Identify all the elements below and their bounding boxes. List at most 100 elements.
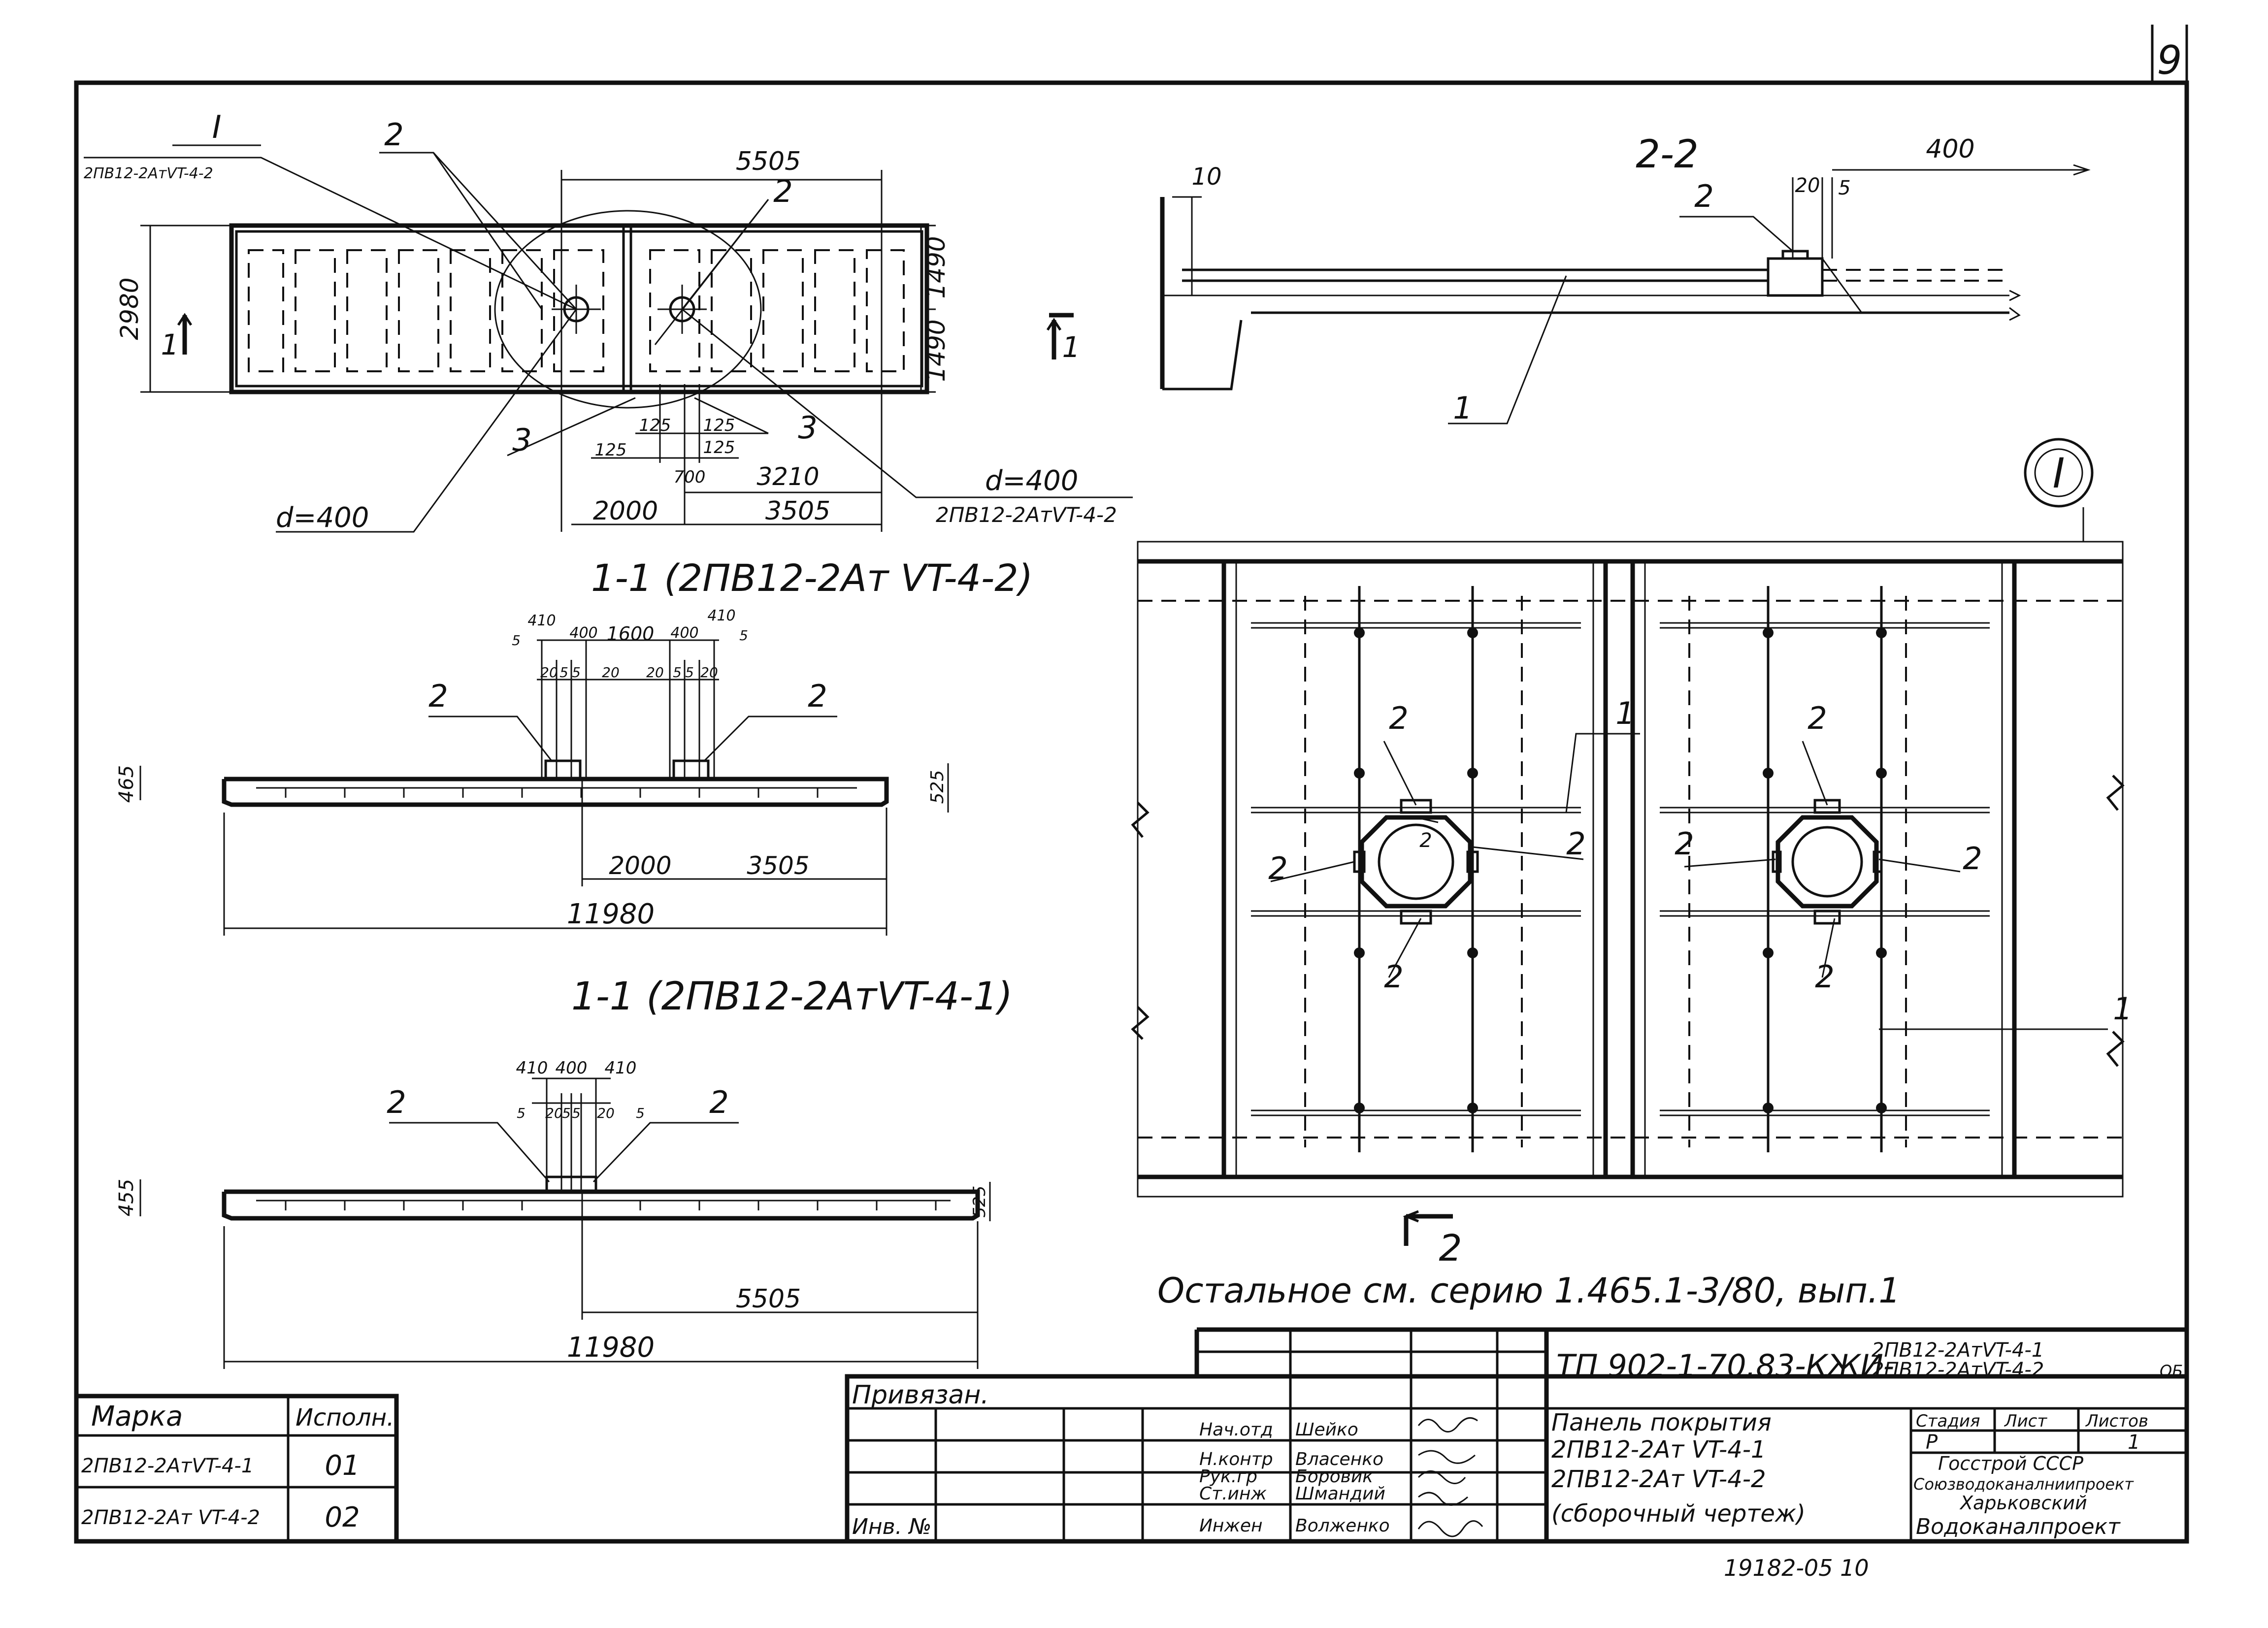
- s1-dim-5505: 5505: [736, 1284, 801, 1314]
- s2-small-4: 20: [602, 664, 620, 681]
- doc-mark-2: 2ПВ12-2АтVT-4-2: [1872, 1359, 2044, 1381]
- detail-I-cut: 2: [1439, 1227, 1462, 1270]
- s1-callout-2-right: 2: [709, 1084, 728, 1120]
- title-line-2: 2ПВ12-2Ат VT-4-1: [1551, 1436, 1766, 1464]
- s1-dim-525: 525: [970, 1186, 989, 1218]
- s1-dim-400: 400: [556, 1058, 588, 1078]
- stage-value: Р: [1926, 1431, 1938, 1454]
- s2-dim-525: 525: [927, 770, 948, 804]
- plan-dim-125-b: 125: [703, 416, 735, 435]
- s1-callout-2-left: 2: [387, 1084, 406, 1120]
- sig-role-2: Н.контр: [1199, 1449, 1273, 1469]
- s1-small-2: 5: [562, 1105, 571, 1121]
- sig-role-3: Рук.гр: [1199, 1466, 1257, 1487]
- dI-callout-6: 2: [1675, 826, 1694, 862]
- section-vt-4-2: [139, 639, 949, 936]
- dI-callout-9: 2: [1419, 829, 1432, 852]
- section-vt-4-1-title: 1-1 (2ПВ12-2АтVT-4-1): [571, 975, 1013, 1019]
- plan-dim-3505: 3505: [765, 496, 830, 526]
- sig-name-5: Волженко: [1295, 1516, 1390, 1536]
- title-block: [845, 1327, 2189, 1544]
- sig-role-4: Ст.инж: [1199, 1484, 1267, 1504]
- sig-name-3: Боровик: [1295, 1466, 1373, 1487]
- inv-label: Инв. №: [852, 1514, 931, 1539]
- detail-I: [1131, 438, 2125, 1246]
- marks-row-1-version: 01: [325, 1450, 360, 1482]
- plan-dim-5505: 5505: [736, 147, 801, 176]
- detail-I-mark: I: [2053, 449, 2065, 497]
- doc-mark-1: 2ПВ12-2АтVT-4-1: [1872, 1339, 2044, 1362]
- plan-dim-1490-upper: 1490: [922, 236, 951, 298]
- section-vt-4-1: [139, 1077, 991, 1369]
- s1-dim-410-a: 410: [516, 1058, 548, 1078]
- sig-name-4: Шмандий: [1295, 1484, 1385, 1504]
- d22-dim-400: 400: [1926, 134, 1974, 164]
- s2-small-7: 5: [685, 664, 694, 681]
- plan-callout-3-right: 3: [798, 410, 817, 446]
- s2-small-9: 5: [739, 627, 748, 644]
- dI-callout-3: 2: [1268, 850, 1287, 886]
- dI-callout-8: 2: [1815, 959, 1834, 995]
- plan-dim-125-d: 125: [703, 438, 735, 457]
- sig-name-2: Власенко: [1295, 1449, 1383, 1469]
- d22-callout-1: 1: [1453, 390, 1472, 426]
- s2-small-0: 5: [512, 632, 521, 649]
- d22-callout-2: 2: [1694, 178, 1713, 214]
- s2-dim-410-b: 410: [707, 607, 735, 624]
- org-line-1: Госстрой СССР: [1938, 1453, 2083, 1474]
- plan-callout-2-right: 2: [773, 173, 792, 209]
- s2-small-2: 5: [559, 664, 568, 681]
- s2-small-3: 5: [572, 664, 581, 681]
- s1-small-5: 5: [636, 1105, 645, 1121]
- org-line-2: Союзводоканалниипроект: [1913, 1475, 2134, 1494]
- detail-2-2: [1160, 164, 2091, 424]
- plan-section-label: 2ПВ12-2АтVT-4-2: [84, 165, 213, 182]
- s1-small-1: 20: [545, 1105, 563, 1121]
- section-vt-4-2-title: 1-1 (2ПВ12-2Ат VT-4-2): [591, 556, 1033, 600]
- sheet-frame: [74, 25, 2189, 1544]
- s2-small-1: 20: [540, 664, 558, 681]
- d22-dim-5: 5: [1838, 177, 1850, 199]
- sheets-total-value: 1: [2128, 1431, 2140, 1454]
- plan-label-d400-right: 2ПВ12-2АтVT-4-2: [936, 503, 1117, 527]
- bottom-code: 19182-05 10: [1724, 1555, 1869, 1581]
- dI-callout-10: 1: [2113, 991, 2132, 1027]
- bound-label: Привязан.: [852, 1380, 989, 1410]
- sheets-header: Листов: [2085, 1411, 2148, 1431]
- plan-dim-2000: 2000: [593, 496, 658, 526]
- s2-dim-1600: 1600: [607, 623, 655, 645]
- s1-small-0: 5: [517, 1105, 526, 1121]
- marks-header-version: Исполн.: [296, 1404, 394, 1432]
- doc-code: ТП 902-1-70.83-КЖИ-: [1556, 1348, 1894, 1384]
- plan-dim-d400-left: d=400: [276, 502, 369, 534]
- dI-callout-4: 2: [1384, 959, 1403, 995]
- s2-callout-2-right: 2: [808, 678, 827, 714]
- detail-2-2-title: 2-2: [1636, 132, 1698, 177]
- s1-small-3: 5: [572, 1105, 581, 1121]
- marks-row-1-mark: 2ПВ12-2АтVT-4-1: [81, 1455, 254, 1477]
- dI-callout-1: 1: [1615, 695, 1635, 731]
- plan-left-cut: 1: [161, 328, 179, 361]
- marks-row-2-mark: 2ПВ12-2Ат VT-4-2: [81, 1506, 260, 1529]
- sheet-number: 9: [2157, 37, 2182, 83]
- stage-header: Стадия: [1916, 1411, 1980, 1431]
- sheet-header: Лист: [2004, 1411, 2047, 1431]
- title-line-1: Панель покрытия: [1551, 1409, 1772, 1436]
- marks-header-mark: Марка: [91, 1400, 183, 1433]
- s1-dim-410-b: 410: [605, 1058, 637, 1078]
- d22-dim-20: 20: [1795, 174, 1820, 197]
- s2-dim-400-b: 400: [670, 624, 698, 642]
- sig-role-5: Инжен: [1199, 1516, 1263, 1536]
- plan-view: [84, 144, 1133, 533]
- s2-small-8: 20: [700, 664, 718, 681]
- s2-dim-2000: 2000: [609, 851, 671, 880]
- org-line-4: Водоканалпроект: [1916, 1514, 2121, 1539]
- plan-callout-3-left: 3: [512, 422, 531, 458]
- s1-dim-455: 455: [115, 1179, 138, 1216]
- plan-dim-1490-lower: 1490: [922, 319, 951, 382]
- plan-callout-2-left: 2: [384, 117, 403, 153]
- marks-row-2-version: 02: [325, 1501, 360, 1533]
- plan-dim-d400-right: d=400: [985, 465, 1078, 497]
- plan-dim-3210: 3210: [756, 462, 819, 491]
